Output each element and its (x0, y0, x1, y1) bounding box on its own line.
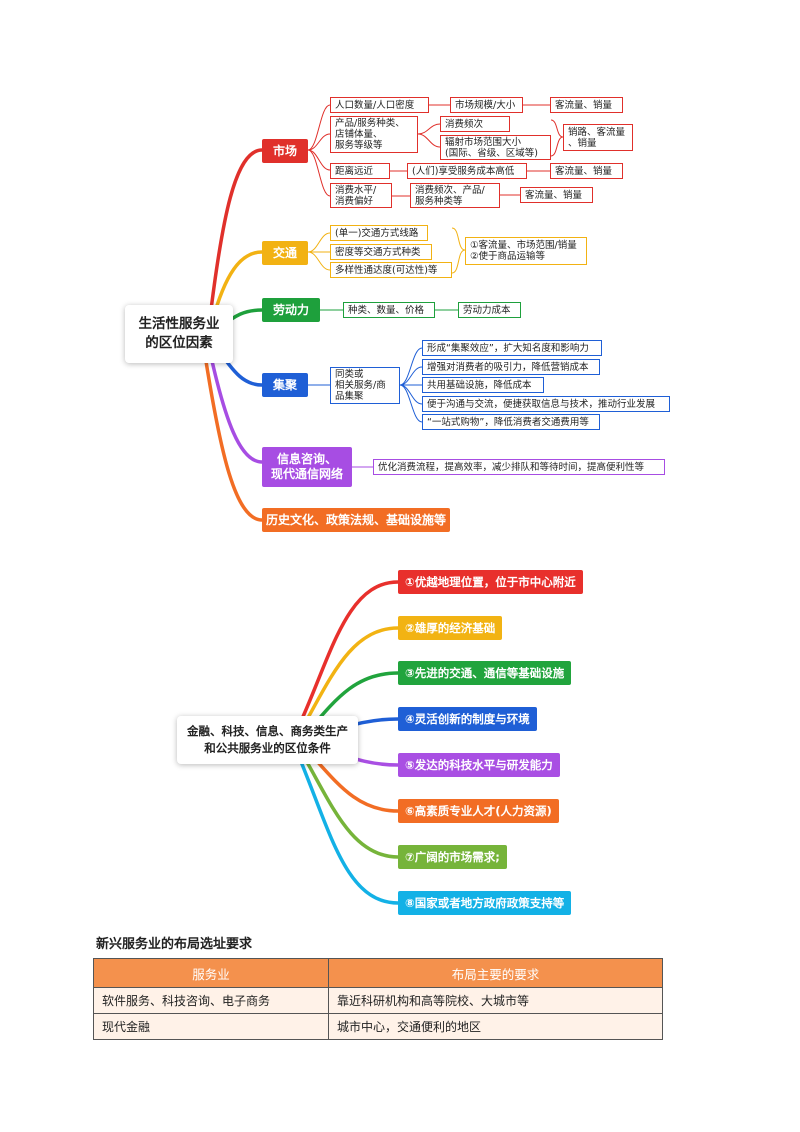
map2-item-5: ⑤发达的科技水平与研发能力 (398, 753, 560, 777)
category-market: 市场 (262, 139, 308, 163)
traffic-item-1: (单一)交通方式线路 (330, 225, 428, 241)
map1-root: 生活性服务业 的区位因素 (125, 305, 233, 363)
market-product-node: 产品/服务种类、 店铺体量、 服务等级等 (330, 116, 418, 153)
map2-item-4: ④灵活创新的制度与环境 (398, 707, 537, 731)
cluster-item-5: “一站式购物”，降低消费者交通费用等 (422, 414, 600, 430)
map2-root: 金融、科技、信息、商务类生产 和公共服务业的区位条件 (177, 716, 358, 764)
map2-item-8: ⑧国家或者地方政府政策支持等 (398, 891, 572, 915)
map2-item-7: ⑦广阔的市场需求; (398, 845, 507, 869)
market-cost-node: (人们)享受服务成本高低 (407, 163, 527, 179)
info-item: 优化消费流程，提高效率，减少排队和等待时间，提高便利性等 (373, 459, 665, 475)
cluster-mid-node: 同类或 相关服务/商 品集聚 (330, 367, 400, 404)
market-r1-result: 客流量、销量 (550, 97, 623, 113)
market-radius-node: 辐射市场范围大小 (国际、省级、区域等) (440, 135, 551, 160)
traffic-item-2: 密度等交通方式种类 (330, 244, 432, 260)
table-row: 软件服务、科技咨询、电子商务 靠近科研机构和高等院校、大城市等 (93, 987, 663, 1014)
table-header-row: 服务业 布局主要的要求 (93, 958, 663, 988)
cell-service: 现代金融 (93, 1013, 329, 1040)
map2-item-1: ①优越地理位置，位于市中心附近 (398, 570, 583, 594)
requirements-table: 服务业 布局主要的要求 软件服务、科技咨询、电子商务 靠近科研机构和高等院校、大… (93, 958, 663, 1040)
map2-item-6: ⑥高素质专业人才(人力资源) (398, 799, 559, 823)
market-population-node: 人口数量/人口密度 (330, 97, 429, 113)
labor-factors-node: 种类、数量、价格 (343, 302, 435, 318)
category-cluster: 集聚 (262, 373, 308, 397)
cell-service: 软件服务、科技咨询、电子商务 (93, 987, 329, 1014)
category-labor: 劳动力 (262, 298, 320, 322)
labor-cost-node: 劳动力成本 (458, 302, 521, 318)
market-r2-result: 销路、客流量 、销量 (563, 124, 633, 151)
market-frequency2-node: 消费频次、产品/ 服务种类等 (410, 183, 500, 208)
cell-requirement: 城市中心，交通便利的地区 (328, 1013, 663, 1040)
cluster-item-4: 便于沟通与交流，便捷获取信息与技术，推动行业发展 (422, 396, 670, 412)
table-title: 新兴服务业的布局选址要求 (96, 937, 253, 952)
traffic-item-3: 多样性通达度(可达性)等 (330, 262, 452, 278)
market-r3-result: 客流量、销量 (550, 163, 623, 179)
header-requirement: 布局主要的要求 (328, 958, 663, 988)
category-traffic: 交通 (262, 241, 308, 265)
traffic-result: ①客流量、市场范围/销量 ②使于商品运输等 (465, 237, 587, 265)
cluster-item-2: 增强对消费者的吸引力，降低营销成本 (422, 359, 600, 375)
map2-item-2: ②雄厚的经济基础 (398, 616, 503, 640)
table-row: 现代金融 城市中心，交通便利的地区 (93, 1013, 663, 1040)
cell-requirement: 靠近科研机构和高等院校、大城市等 (328, 987, 663, 1014)
map2-item-3: ③先进的交通、通信等基础设施 (398, 661, 572, 685)
market-frequency-node: 消费频次 (440, 116, 510, 132)
category-info: 信息咨询、 现代通信网络 (262, 447, 352, 487)
market-consumption-node: 消费水平/ 消费偏好 (330, 183, 392, 208)
market-size-node: 市场规模/大小 (450, 97, 523, 113)
cluster-item-3: 共用基础设施，降低成本 (422, 377, 544, 393)
market-r4-result: 客流量、销量 (520, 187, 593, 203)
market-distance-node: 距离远近 (330, 163, 390, 179)
category-history: 历史文化、政策法规、基础设施等 (262, 508, 450, 532)
cluster-item-1: 形成“集聚效应”，扩大知名度和影响力 (422, 340, 602, 356)
header-service: 服务业 (93, 958, 329, 988)
